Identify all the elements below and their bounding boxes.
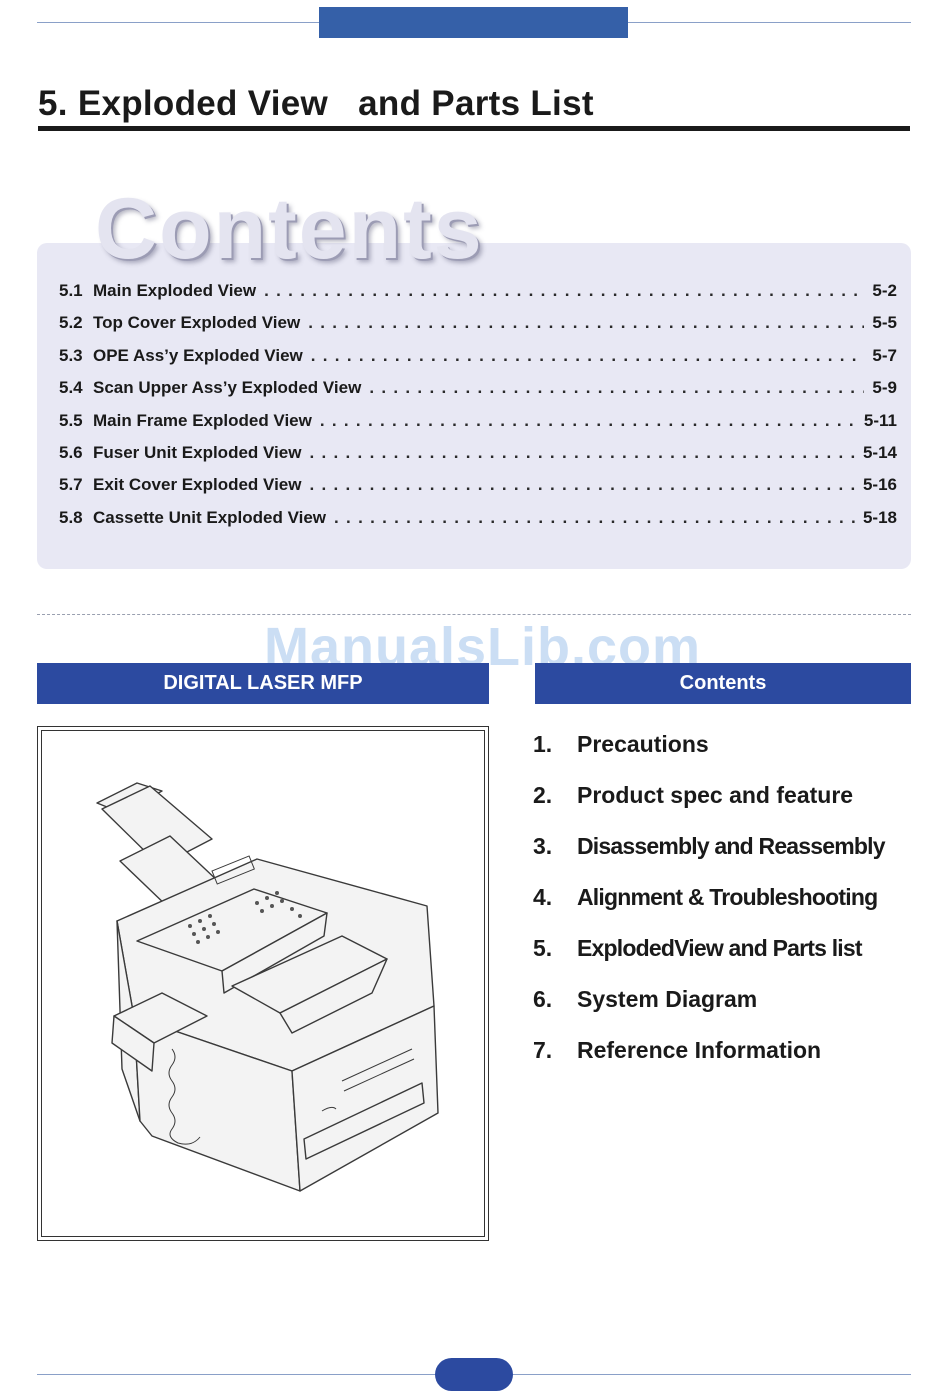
- toc-item-page: 5-11: [863, 410, 897, 430]
- toc-item-title: Exit Cover Exploded View: [93, 475, 302, 495]
- toc-item[interactable]: 5.3 OPE Ass’y Exploded View ............…: [59, 346, 897, 378]
- toc-item-title: Top Cover Exploded View: [93, 313, 301, 333]
- toc-leader-dots: ........................................…: [308, 313, 865, 333]
- toc-item-number: 5.6: [59, 442, 83, 462]
- toc-list: 5.1 Main Exploded View .................…: [59, 281, 897, 540]
- toc-item[interactable]: 5.1 Main Exploded View .................…: [59, 281, 897, 313]
- product-image-frame: [37, 726, 489, 1241]
- chapter-item[interactable]: 7. Reference Information: [533, 1025, 885, 1076]
- toc-item-title: Cassette Unit Exploded View: [93, 507, 327, 527]
- toc-item-title: Main Exploded View: [93, 281, 257, 300]
- toc-item-number: 5.2: [59, 313, 83, 333]
- page-title: 5. Exploded View and Parts List: [38, 84, 594, 123]
- chapter-item[interactable]: 2. Product spec and feature: [533, 770, 885, 821]
- toc-item-page: 5-18: [862, 507, 897, 527]
- page-number-pill: [435, 1358, 513, 1391]
- toc-leader-dots: ........................................…: [369, 378, 864, 398]
- top-rule-right: [628, 22, 911, 23]
- toc-item-page: 5-5: [872, 313, 897, 333]
- toc-item[interactable]: 5.8 Cassette Unit Exploded View ........…: [59, 508, 897, 540]
- toc-leader-dots: ........................................…: [309, 442, 855, 462]
- chapter-number: 6.: [533, 986, 553, 1012]
- top-tab: [319, 7, 628, 38]
- chapter-number: 4.: [533, 884, 553, 910]
- chapter-item[interactable]: 3. Disassembly and Reassembly: [533, 821, 886, 872]
- toc-item-title: OPE Ass’y Exploded View: [93, 345, 303, 365]
- toc-item-page: 5-2: [872, 281, 897, 300]
- toc-item-title: Main Frame Exploded View: [93, 410, 312, 430]
- toc-leader-dots: ........................................…: [310, 345, 865, 365]
- contents-panel-title: Contents: [535, 663, 911, 704]
- chapter-item[interactable]: 4. Alignment & Troubleshooting: [533, 872, 885, 923]
- toc-item[interactable]: 5.7 Exit Cover Exploded View ...........…: [59, 475, 897, 507]
- toc-item[interactable]: 5.6 Fuser Unit Exploded View ...........…: [59, 443, 897, 475]
- toc-leader-dots: ........................................…: [264, 281, 865, 300]
- toc-item-number: 5.5: [59, 410, 83, 430]
- toc-item-page: 5-14: [862, 442, 897, 462]
- chapter-number: 5.: [533, 935, 553, 961]
- toc-item-number: 5.4: [59, 378, 83, 398]
- toc-item[interactable]: 5.2 Top Cover Exploded View ............…: [59, 313, 897, 345]
- toc-item-number: 5.3: [59, 345, 83, 365]
- toc-item-page: 5-9: [872, 378, 897, 398]
- printer-illustration-icon: [96, 782, 439, 1192]
- toc-item[interactable]: 5.5 Main Frame Exploded View ...........…: [59, 411, 897, 443]
- chapter-number: 1.: [533, 731, 553, 757]
- chapter-label: Reference Information: [577, 1037, 822, 1063]
- toc-item-title: Fuser Unit Exploded View: [93, 442, 302, 462]
- toc-item-title: Scan Upper Ass’y Exploded View: [93, 378, 362, 398]
- chapter-list: 1. Precautions 2. Product spec and featu…: [533, 719, 886, 1076]
- title-underline: [38, 126, 910, 131]
- toc-item-number: 5.8: [59, 507, 83, 527]
- toc-item[interactable]: 5.4 Scan Upper Ass’y Exploded View .....…: [59, 378, 897, 410]
- chapter-label: Precautions: [577, 731, 709, 757]
- toc-leader-dots: ........................................…: [319, 410, 856, 430]
- toc-leader-dots: ........................................…: [309, 475, 855, 495]
- product-panel-title: DIGITAL LASER MFP: [37, 663, 489, 704]
- toc-item-page: 5-16: [862, 475, 897, 495]
- section-divider: [37, 614, 911, 615]
- product-image-inner-frame: [41, 730, 485, 1237]
- toc-box: [37, 243, 911, 569]
- chapter-label: Disassembly and Reassembly: [577, 833, 886, 859]
- top-rule-left: [37, 22, 319, 23]
- chapter-label: Alignment & Troubleshooting: [577, 884, 878, 910]
- toc-heading: Contents: [95, 181, 484, 277]
- chapter-item[interactable]: 1. Precautions: [533, 719, 885, 770]
- chapter-item[interactable]: 6. System Diagram: [533, 974, 885, 1025]
- toc-item-page: 5-7: [872, 345, 897, 365]
- chapter-label: ExplodedView and Parts list: [577, 935, 863, 961]
- chapter-number: 7.: [533, 1037, 553, 1063]
- chapter-number: 2.: [533, 782, 553, 808]
- toc-leader-dots: ........................................…: [334, 507, 855, 527]
- chapter-label: Product spec and feature: [577, 782, 854, 808]
- chapter-number: 3.: [533, 833, 553, 859]
- toc-item-number: 5.7: [59, 475, 83, 495]
- chapter-label: System Diagram: [577, 986, 758, 1012]
- toc-item-number: 5.1: [59, 281, 83, 300]
- chapter-item[interactable]: 5. ExplodedView and Parts list: [533, 923, 885, 974]
